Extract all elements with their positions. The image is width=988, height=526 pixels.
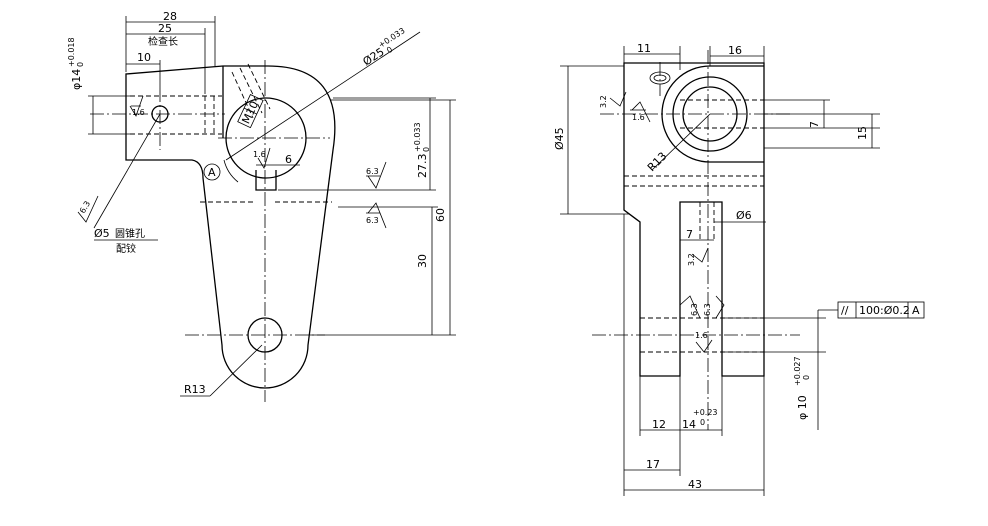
- dim-60: 60: [434, 208, 447, 222]
- leader-phi5: [93, 113, 161, 229]
- inspect-length-note: 检查长: [148, 35, 178, 48]
- left-view: M10 28 25 检查长 10 φ14 +0.018 0 Ø25 +0.033…: [67, 10, 456, 402]
- dim-7-lower: 7: [686, 228, 693, 241]
- dim-30: 30: [416, 254, 429, 268]
- dim-28: 28: [163, 10, 177, 23]
- right-view: 11 16 Ø45 7 15 R13 Ø6 7 12 14: [553, 42, 925, 496]
- roughness-symbol: [257, 147, 271, 169]
- roughness-1-6: 1.6: [632, 113, 645, 122]
- dim-15: 15: [856, 126, 869, 140]
- tol14-right-lower: 0: [700, 418, 705, 427]
- roughness-symbol: [366, 202, 387, 229]
- tol27-upper: +0.033: [413, 122, 422, 152]
- roughness-6-3: 6.3: [366, 216, 379, 225]
- leader-r13-right: [651, 113, 711, 171]
- taper-pin-note: 圆锥孔: [115, 228, 145, 240]
- roughness-symbol: [366, 161, 387, 189]
- dim-phi10: φ 10: [796, 395, 809, 420]
- dim-phi5: Ø5: [94, 227, 110, 240]
- tol10-upper: +0.027: [793, 356, 802, 386]
- roughness-1-6: 1.6: [695, 331, 708, 340]
- tolerance-datum: A: [912, 304, 920, 317]
- tol25-lower: 0: [385, 45, 394, 55]
- roughness-symbol: [129, 95, 144, 117]
- parallelism-symbol: //: [841, 304, 849, 317]
- roughness-symbol: [691, 247, 709, 263]
- tol10-lower: 0: [802, 375, 811, 380]
- dim-r13: R13: [184, 383, 206, 396]
- left-thread-hidden: [247, 63, 271, 110]
- dim-r13-right: R13: [645, 150, 669, 174]
- dim-12: 12: [652, 418, 666, 431]
- tol27-lower: 0: [422, 147, 431, 152]
- dim-17: 17: [646, 458, 660, 471]
- datum-a-circle: [203, 163, 221, 181]
- left-keyway: [255, 170, 277, 191]
- dim-phi6: Ø6: [736, 209, 752, 222]
- dim-43: 43: [688, 478, 702, 491]
- dim-25: 25: [158, 22, 172, 35]
- dim-27-3: 27.3: [416, 154, 429, 179]
- roughness-symbol: [77, 195, 99, 223]
- left-part-outline: [125, 65, 336, 389]
- roughness-6-3: 6.3: [366, 167, 379, 176]
- roughness-1-6: 1.6: [132, 108, 145, 117]
- m10-label-box: M10: [237, 94, 264, 129]
- right-part-outline: [623, 62, 765, 377]
- dim-6: 6: [285, 153, 292, 166]
- roughness-1-6: 1.6: [253, 150, 266, 159]
- roughness-symbol: [630, 101, 651, 123]
- roughness-3-2: 3.2: [599, 95, 608, 108]
- leader-phi25: [225, 31, 421, 161]
- dim-7-top: 7: [808, 121, 821, 128]
- dim-16: 16: [728, 44, 742, 57]
- datum-arc: [223, 159, 239, 183]
- right-clevis-boss: [661, 65, 764, 163]
- roughness-symbol: [679, 295, 725, 319]
- roughness-6-3: 6.3: [703, 303, 712, 316]
- dim-10: 10: [137, 51, 151, 64]
- ream-together-note: 配铰: [116, 242, 136, 255]
- tol25-upper: +0.033: [377, 26, 407, 50]
- datum-a-label: A: [208, 166, 216, 179]
- tol14-upper: +0.018: [67, 37, 76, 67]
- dim-phi14: φ14: [70, 69, 83, 90]
- roughness-symbol: [695, 339, 713, 353]
- roughness-3-2: 3.2: [687, 253, 696, 266]
- dim-11: 11: [637, 42, 651, 55]
- dim-14: 14: [682, 418, 696, 431]
- tolerance-frame: // 100:Ø0.2 A: [837, 301, 925, 319]
- tolerance-value: 100:Ø0.2: [859, 304, 910, 317]
- dim-phi45: Ø45: [553, 127, 566, 150]
- tol14-right-upper: +0.23: [693, 408, 718, 417]
- left-thread-hidden: [239, 67, 263, 114]
- leader-r13: [209, 344, 263, 397]
- roughness-symbol: [609, 91, 627, 107]
- roughness-6-3: 6.3: [690, 303, 699, 316]
- tol14-lower: 0: [76, 62, 85, 67]
